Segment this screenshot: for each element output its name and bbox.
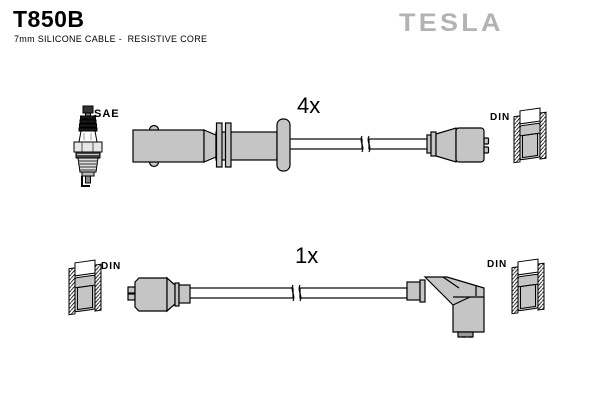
- cable-break-mark: [367, 135, 371, 153]
- part-description: 7mm SILICONE CABLE - RESISTIVE CORE: [14, 34, 208, 44]
- din-terminal-icon: [511, 258, 545, 315]
- cable-break-mark: [298, 284, 302, 302]
- din-connector-label: DIN: [487, 259, 508, 270]
- cable-break-mark: [291, 284, 295, 302]
- bottom-cable-quantity: 1x: [295, 243, 319, 268]
- tesla-brand-logo: TESLA: [399, 9, 504, 37]
- din-terminal-icon: [68, 259, 102, 316]
- top-cable-quantity: 4x: [297, 93, 321, 118]
- cable-assembly-sae-din: [132, 118, 490, 172]
- cable-break-mark: [360, 135, 364, 153]
- spark-plug-icon: [73, 105, 103, 187]
- cable-assembly-din-din: [127, 276, 485, 338]
- din-connector-label: DIN: [490, 112, 511, 123]
- part-number-title: T850B: [13, 6, 85, 32]
- din-terminal-icon: [513, 107, 547, 164]
- sae-connector-label: SAE: [94, 108, 120, 120]
- din-connector-label: DIN: [101, 261, 122, 272]
